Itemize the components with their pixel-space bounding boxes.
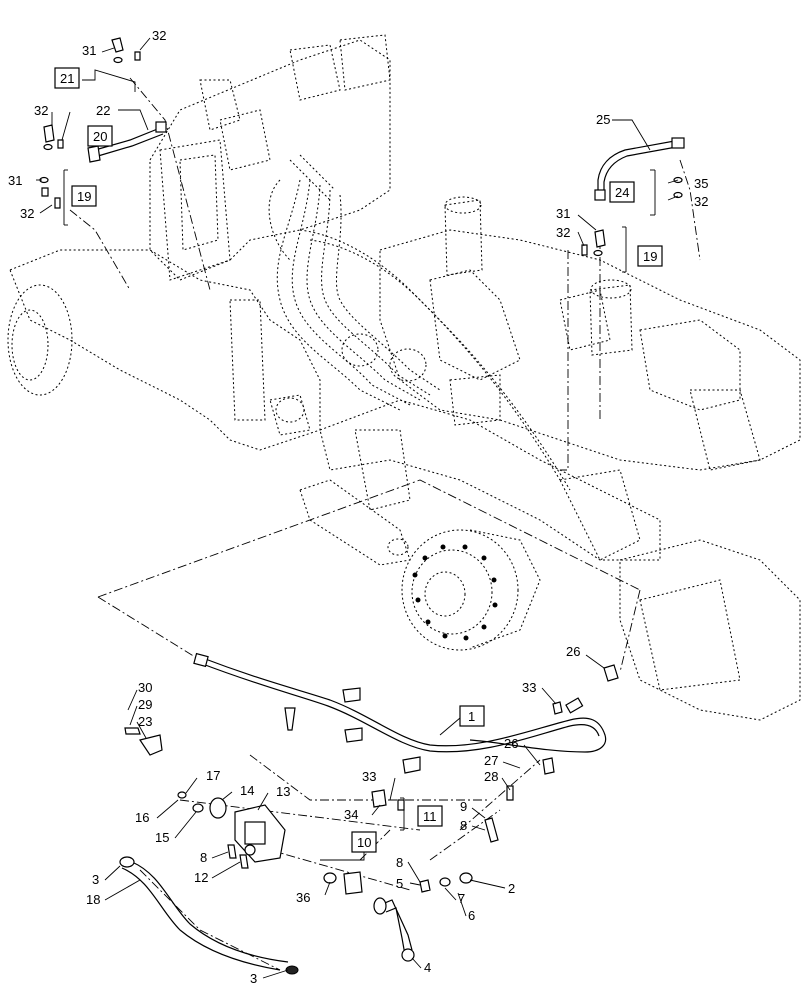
callout-31: 31 [8, 173, 22, 188]
callout-33: 33 [522, 680, 536, 695]
callout-7: 7 [458, 891, 465, 906]
callout-26: 26 [504, 736, 518, 751]
callout-9: 9 [460, 799, 467, 814]
callout-28: 28 [484, 769, 498, 784]
callout-3: 3 [92, 872, 99, 887]
callout-25: 25 [596, 112, 610, 127]
callout-32: 32 [152, 28, 166, 43]
callout-26: 26 [566, 644, 580, 659]
callout-17: 17 [206, 768, 220, 783]
callout-32: 32 [34, 103, 48, 118]
callout-19: 19 [643, 249, 657, 264]
callout-18: 18 [86, 892, 100, 907]
callout-35: 35 [694, 176, 708, 191]
elbow-tube-4 [373, 897, 415, 962]
callout-3: 3 [250, 971, 257, 986]
callout-10: 10 [357, 835, 371, 850]
callout-8: 8 [200, 850, 207, 865]
callout-11: 11 [423, 809, 437, 824]
callout-30: 30 [138, 680, 152, 695]
callout-24: 24 [615, 185, 629, 200]
callout-1: 1 [468, 709, 475, 724]
callout-21: 21 [60, 71, 74, 86]
tube-22 [87, 121, 167, 163]
rear-axle-hub [401, 529, 541, 651]
callout-4: 4 [424, 960, 431, 975]
callout-27: 27 [484, 753, 498, 768]
callout-5: 5 [396, 876, 403, 891]
callout-32: 32 [556, 225, 570, 240]
callout-labels: 31 32 21 32 22 20 31 19 32 25 24 35 32 3… [8, 28, 708, 986]
callout-15: 15 [155, 830, 169, 845]
callout-6: 6 [468, 908, 475, 923]
callout-20: 20 [93, 129, 107, 144]
hose-assembly-1 [193, 652, 607, 774]
callout-31: 31 [82, 43, 96, 58]
tube-25 [594, 137, 685, 201]
callout-14: 14 [240, 783, 254, 798]
valve-13 [234, 804, 286, 863]
leaders [36, 37, 679, 979]
callout-8: 8 [460, 818, 467, 833]
hose-18 [119, 856, 299, 975]
callout-33: 33 [362, 769, 376, 784]
callout-8: 8 [396, 855, 403, 870]
callout-12: 12 [194, 870, 208, 885]
callout-32: 32 [694, 194, 708, 209]
callout-32: 32 [20, 206, 34, 221]
callout-22: 22 [96, 103, 110, 118]
callout-13: 13 [276, 784, 290, 799]
small-fittings [39, 37, 683, 895]
callout-29: 29 [138, 697, 152, 712]
callout-16: 16 [135, 810, 149, 825]
callout-19: 19 [77, 189, 91, 204]
hydraulic-hose-bundle [268, 154, 571, 491]
callout-36: 36 [296, 890, 310, 905]
callout-2: 2 [508, 881, 515, 896]
callout-23: 23 [138, 714, 152, 729]
callout-34: 34 [344, 807, 358, 822]
callout-31: 31 [556, 206, 570, 221]
